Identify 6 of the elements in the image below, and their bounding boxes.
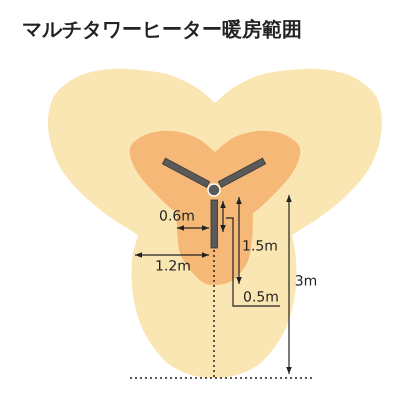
- dimension-label: 1.2m: [155, 260, 191, 274]
- title: マルチタワーヒーター暖房範囲: [22, 16, 302, 42]
- dimension-label: 3m: [294, 274, 318, 290]
- dimension-label: 0.6m: [159, 210, 195, 224]
- dimension-label: 0.5m: [243, 290, 279, 306]
- dimension-label: 1.5m: [242, 240, 278, 254]
